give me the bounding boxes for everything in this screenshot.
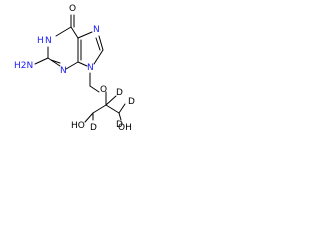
bonds <box>34 14 126 123</box>
bond-cchain-d1 <box>105 95 117 106</box>
atom-ether-o: O <box>100 85 107 95</box>
atom-d3: D <box>90 123 97 133</box>
atom-n3: N <box>60 66 67 76</box>
bond-ch2-o <box>89 85 100 93</box>
atom-d2: D <box>128 97 135 107</box>
bond-c6-n1 <box>55 26 72 37</box>
bond-n9-c4 <box>77 61 88 67</box>
atom-n9: N <box>87 63 94 73</box>
bond-cright-oh <box>118 112 122 121</box>
bond-c5-c6 <box>70 26 79 39</box>
atom-d4: D <box>116 120 123 130</box>
atom-labels: O N H H2N N N N O D D D D HO OH <box>14 4 135 133</box>
bond-n7-c8 <box>98 35 104 51</box>
bond-c2-n3 <box>47 57 61 67</box>
bond-c2-nh2 <box>34 57 49 65</box>
structure-diagram: O N H H2N N N N O D D D D HO OH <box>0 0 152 152</box>
atom-ring-nh: N <box>45 36 52 46</box>
molecule-drawing: O N H H2N N N N O D D D D HO OH <box>14 4 135 133</box>
atom-d1: D <box>116 88 123 98</box>
atom-amine-nh2: H2N <box>14 61 33 71</box>
bond-n7-c8-double <box>95 37 101 51</box>
atom-carbonyl-o: O <box>69 4 76 14</box>
bond-cright-d <box>118 103 126 114</box>
bond-c8-n9 <box>93 49 104 65</box>
atom-ring-nh-h: H <box>37 36 44 46</box>
bond-c5-n7 <box>77 31 93 39</box>
atom-n7: N <box>93 25 100 35</box>
atom-oh-left: HO <box>71 121 85 131</box>
bond-cleft-oh <box>84 112 94 123</box>
atom-oh-right: OH <box>118 123 132 133</box>
bond-cchain-cright <box>105 104 120 114</box>
bond-cchain-cleft <box>92 104 107 114</box>
bond-c2-n3-double <box>50 59 61 64</box>
bond-n3-c4 <box>65 61 79 70</box>
